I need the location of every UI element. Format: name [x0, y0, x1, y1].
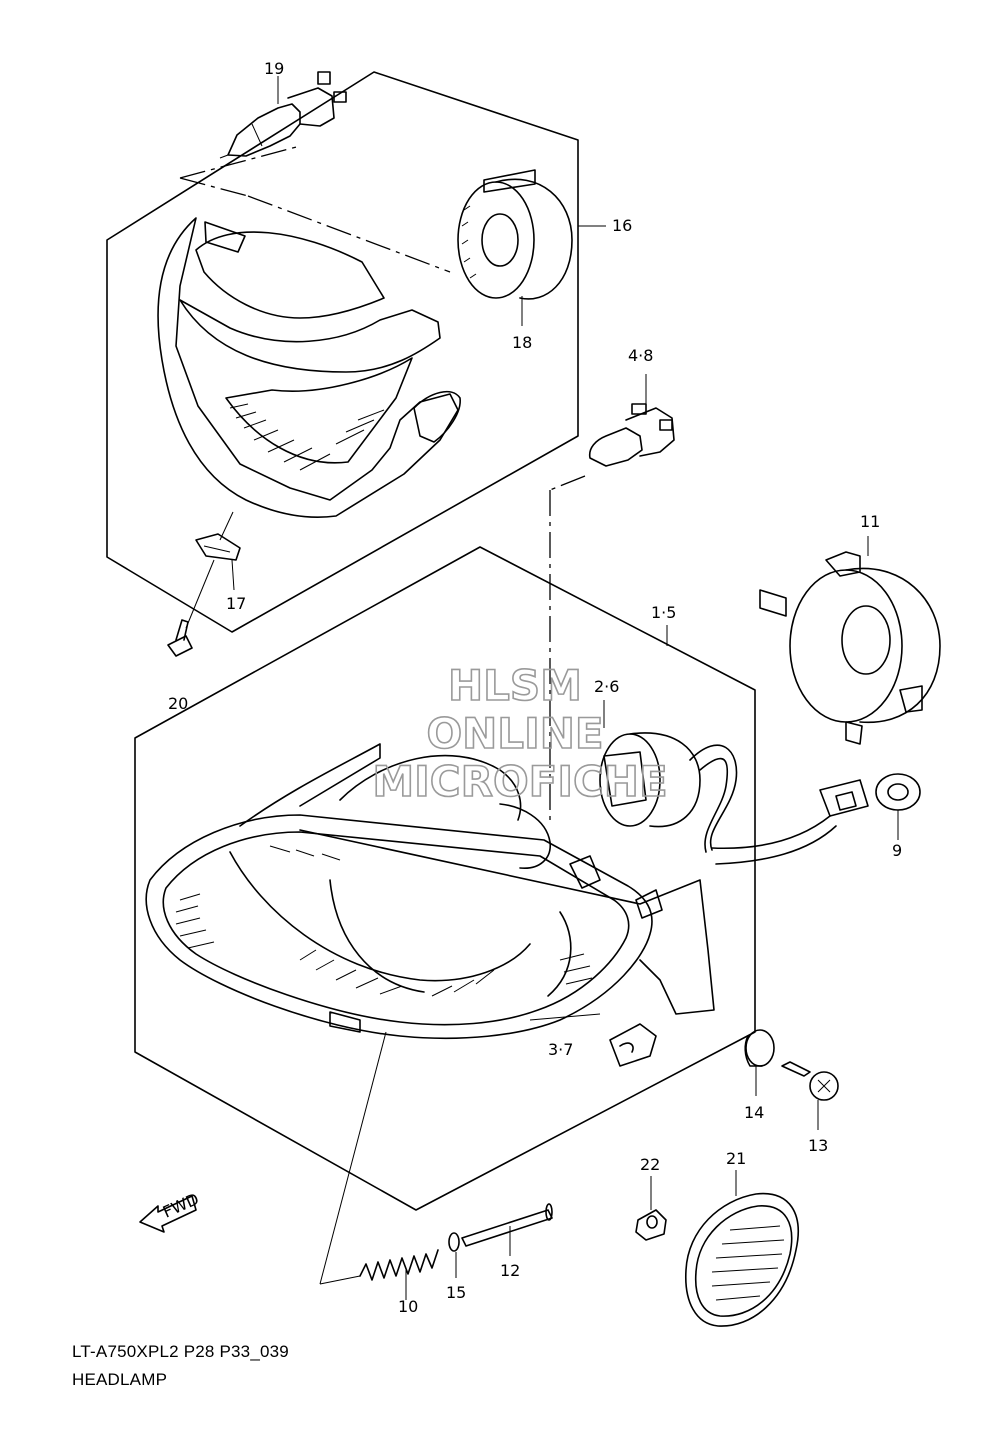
bulb-19 [219, 71, 347, 159]
callout-21: 21 [726, 1149, 746, 1168]
diagram-title: HEADLAMP [72, 1370, 168, 1389]
callout-4-8: 4·8 [628, 346, 653, 365]
screw-upper [167, 619, 193, 657]
headlamp-body [145, 743, 715, 1040]
callout-19: 19 [264, 59, 284, 78]
callout-13: 13 [808, 1136, 828, 1155]
callout-12: 12 [500, 1261, 520, 1280]
socket-11 [759, 536, 941, 745]
callout-1-5: 1·5 [651, 603, 676, 622]
callout-3-7: 3·7 [548, 1040, 573, 1059]
callout-17: 17 [226, 594, 246, 613]
clip-17 [195, 533, 241, 561]
diagram-code: LT-A750XPL2 P28 P33_039 [72, 1342, 289, 1361]
callout-22: 22 [640, 1155, 660, 1174]
watermark: HLSM ONLINE MICROFICHE [372, 660, 669, 807]
grommet-14 [744, 1029, 775, 1096]
callout-16: 16 [612, 216, 632, 235]
assembly-box-20 [134, 546, 756, 1211]
nut-22 [635, 1176, 667, 1241]
grommet-9 [875, 773, 921, 840]
screw-13 [781, 1061, 839, 1130]
socket-2-6 [599, 732, 869, 865]
bracket-clip-3-7 [529, 1013, 657, 1067]
washer-15 [448, 1232, 460, 1278]
callout-9: 9 [892, 841, 902, 860]
housing-shell [157, 217, 461, 519]
callout-11: 11 [860, 512, 880, 531]
callout-18: 18 [512, 333, 532, 352]
socket-cover-16 [457, 169, 573, 300]
callout-10: 10 [398, 1297, 418, 1316]
fwd-arrow-icon: FWD [139, 1189, 202, 1233]
reflector-21 [685, 1170, 799, 1327]
assembly-box-16 [106, 71, 579, 633]
callout-2-6: 2·6 [594, 677, 619, 696]
watermark-line1: HLSM [448, 661, 582, 710]
spring-10 [359, 1249, 439, 1300]
callout-20: 20 [168, 694, 188, 713]
bolt-12 [461, 1203, 553, 1256]
watermark-line3: MICROFICHE [372, 757, 667, 806]
bulb-4-8 [588, 374, 675, 467]
callout-14: 14 [744, 1103, 764, 1122]
callout-15: 15 [446, 1283, 466, 1302]
watermark-line2: ONLINE [426, 709, 603, 758]
